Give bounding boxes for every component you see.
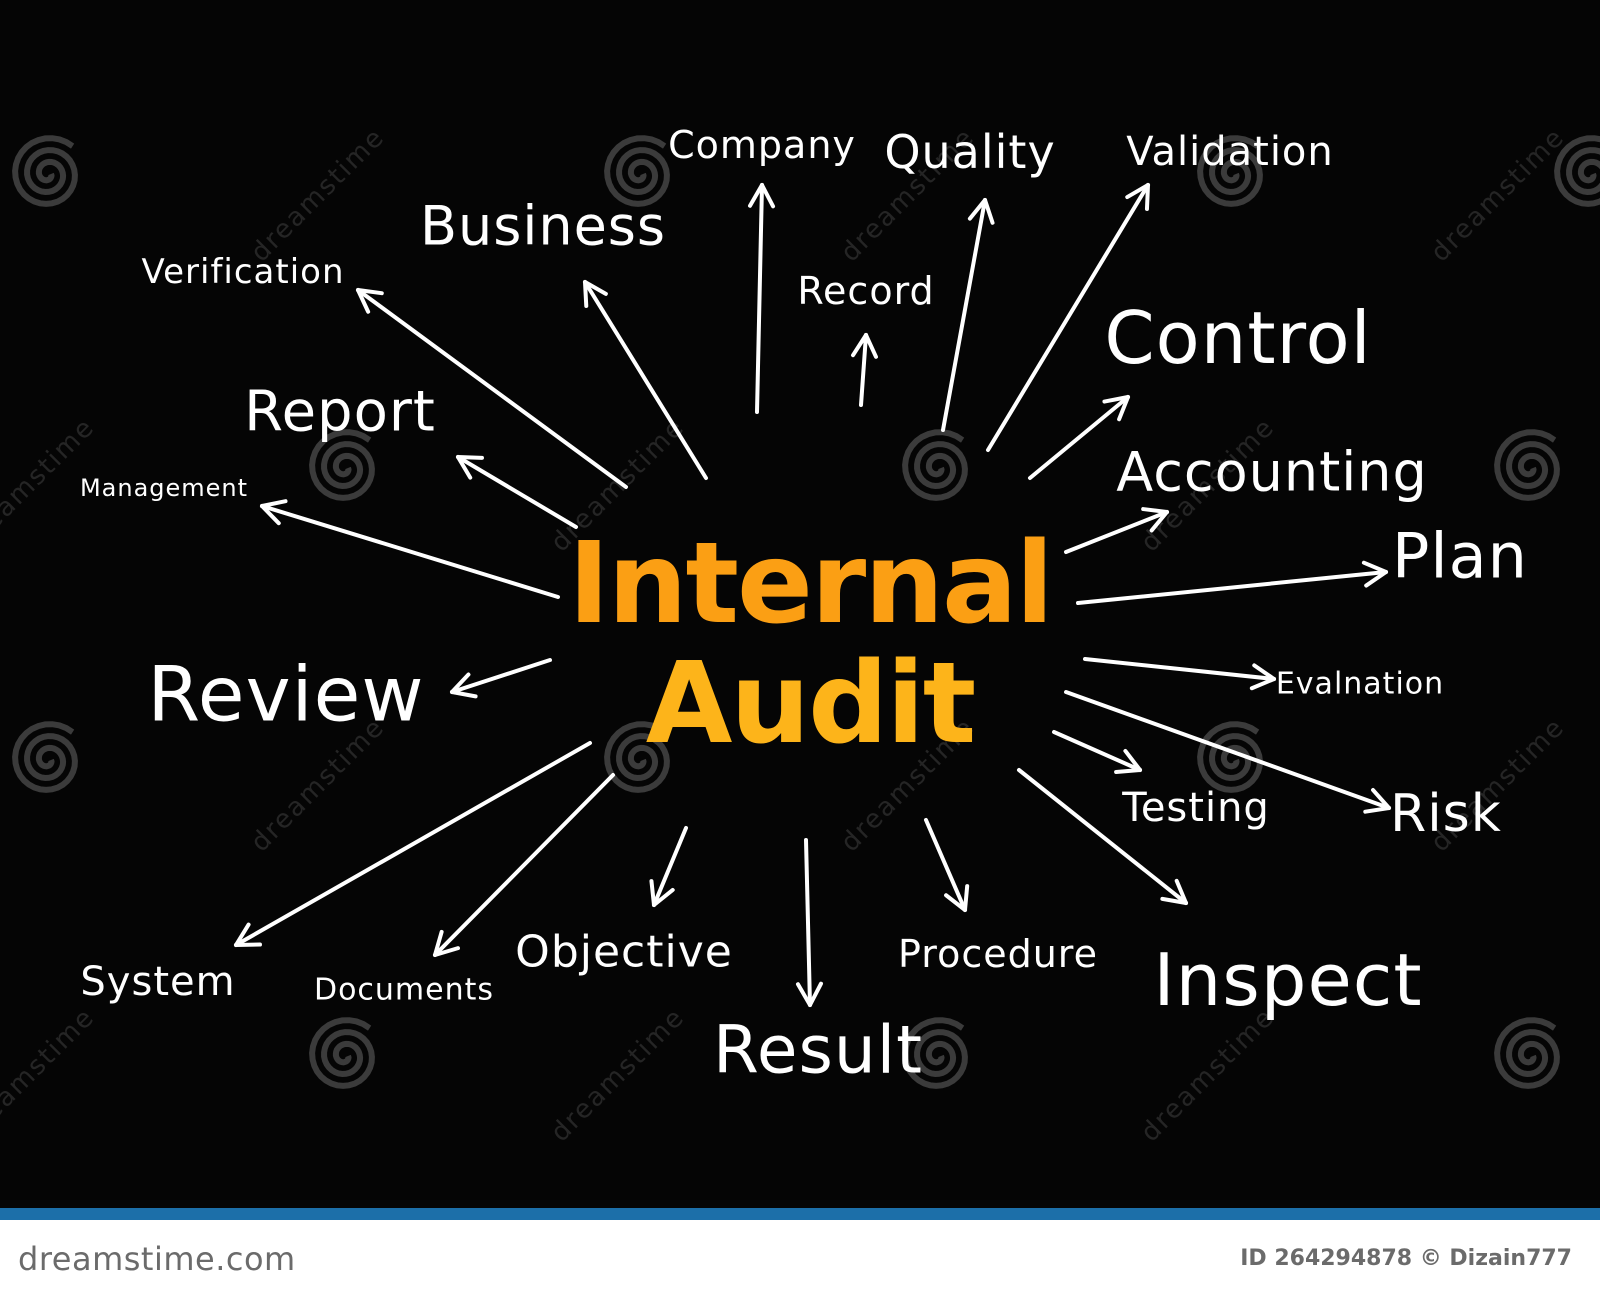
footer-brand: dreamstime.com (18, 1240, 296, 1278)
arrow-to-risk (1064, 690, 1391, 814)
arrow-to-system (234, 741, 592, 947)
arrow-to-company (748, 183, 776, 414)
term-management: Management (79, 474, 249, 502)
footer-bar: dreamstime.com ID 264294878 © Dizain777 (0, 1208, 1600, 1299)
central-topic-line2: Audit (645, 639, 977, 769)
arrow-to-procedure (924, 818, 970, 912)
central-topic: Internal Audit (568, 519, 1054, 769)
term-plan: Plan (1392, 519, 1528, 593)
arrow-to-plan (1076, 560, 1388, 605)
term-system: System (80, 959, 236, 1005)
term-evalnation: Evalnation (1275, 666, 1445, 702)
term-quality: Quality (884, 125, 1056, 179)
term-report: Report (244, 379, 436, 445)
arrow-to-record (851, 333, 878, 407)
term-control: Control (1104, 296, 1372, 380)
term-inspect: Inspect (1153, 938, 1423, 1022)
arrow-to-verification (356, 288, 628, 489)
term-procedure: Procedure (898, 932, 1098, 976)
arrow-to-validation (986, 183, 1150, 452)
term-validation: Validation (1126, 129, 1334, 175)
footer-stripe (0, 1208, 1600, 1220)
term-record: Record (797, 269, 935, 313)
central-topic-line1: Internal (568, 519, 1054, 649)
arrow-to-result (795, 838, 823, 1007)
arrow-to-report (456, 455, 578, 529)
arrows-layer (234, 183, 1391, 1007)
footer-credit: ID 264294878 © Dizain777 (1240, 1246, 1572, 1271)
term-review: Review (147, 649, 425, 739)
arrow-to-control (1028, 395, 1130, 480)
arrow-to-inspect (1017, 768, 1188, 905)
arrow-to-documents (433, 773, 615, 957)
term-business: Business (419, 194, 667, 258)
term-company: Company (668, 123, 856, 167)
arrow-to-management (260, 499, 560, 599)
term-testing: Testing (1122, 785, 1270, 831)
term-accounting: Accounting (1116, 440, 1428, 504)
arrow-to-review (450, 658, 552, 699)
term-verification: Verification (141, 252, 345, 292)
term-risk: Risk (1390, 784, 1502, 844)
arrow-to-objective (649, 826, 688, 907)
arrow-to-evalnation (1083, 657, 1276, 691)
term-documents: Documents (313, 972, 495, 1008)
arrow-to-testing (1052, 730, 1142, 775)
term-result: Result (713, 1011, 923, 1089)
arrow-to-business (583, 280, 708, 480)
term-objective: Objective (515, 926, 733, 978)
arrow-to-quality (941, 198, 995, 432)
arrow-to-accounting (1064, 507, 1169, 554)
